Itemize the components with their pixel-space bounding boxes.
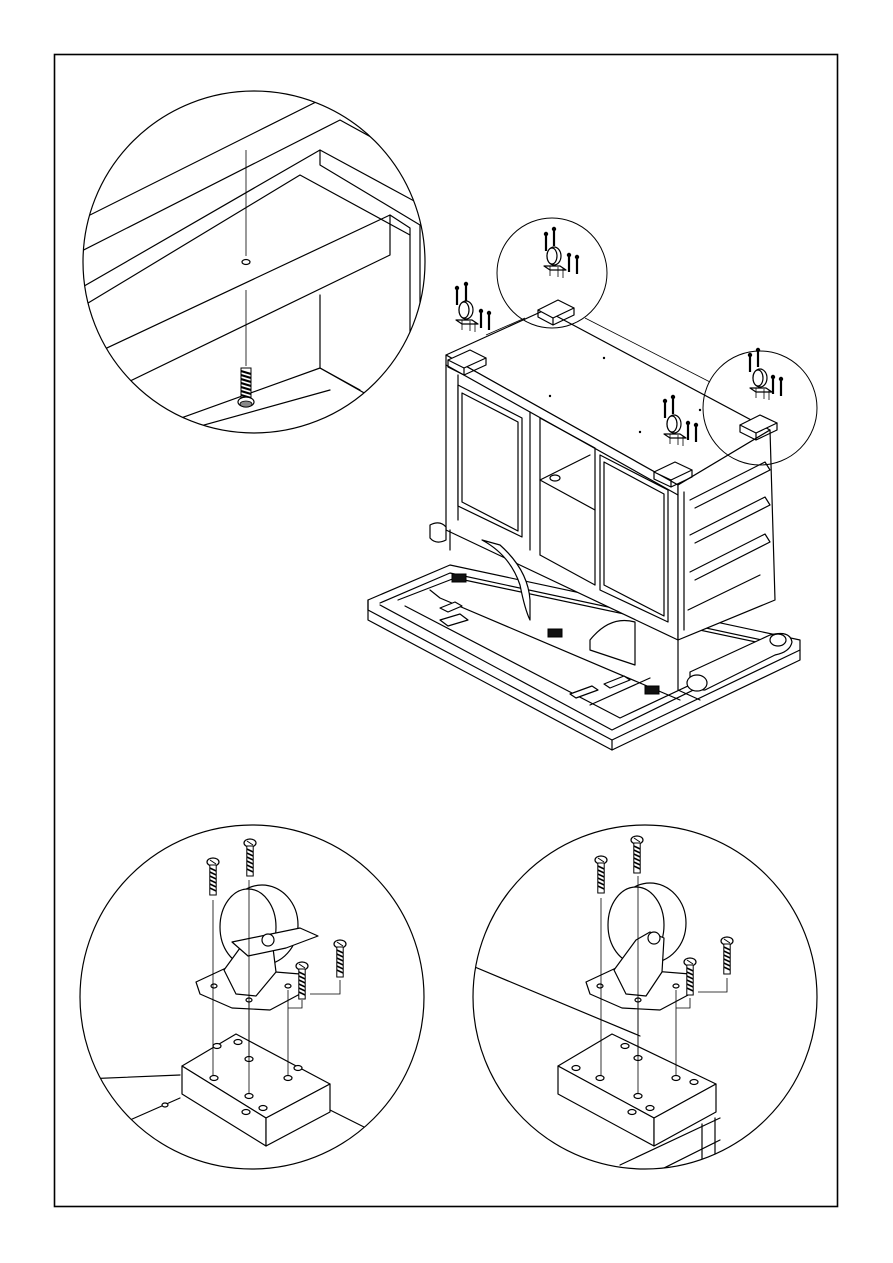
screw-detail-circle	[60, 91, 440, 440]
swivel-caster-detail-circle	[470, 825, 817, 1180]
caster-back-left-icon	[544, 227, 579, 278]
caster-front-left-icon	[455, 282, 491, 332]
caster-back-right-icon	[748, 348, 783, 400]
cabinet-assembly-drawing	[368, 218, 817, 750]
wood-screw-icon	[238, 368, 254, 407]
braked-caster-detail-circle	[60, 825, 424, 1169]
